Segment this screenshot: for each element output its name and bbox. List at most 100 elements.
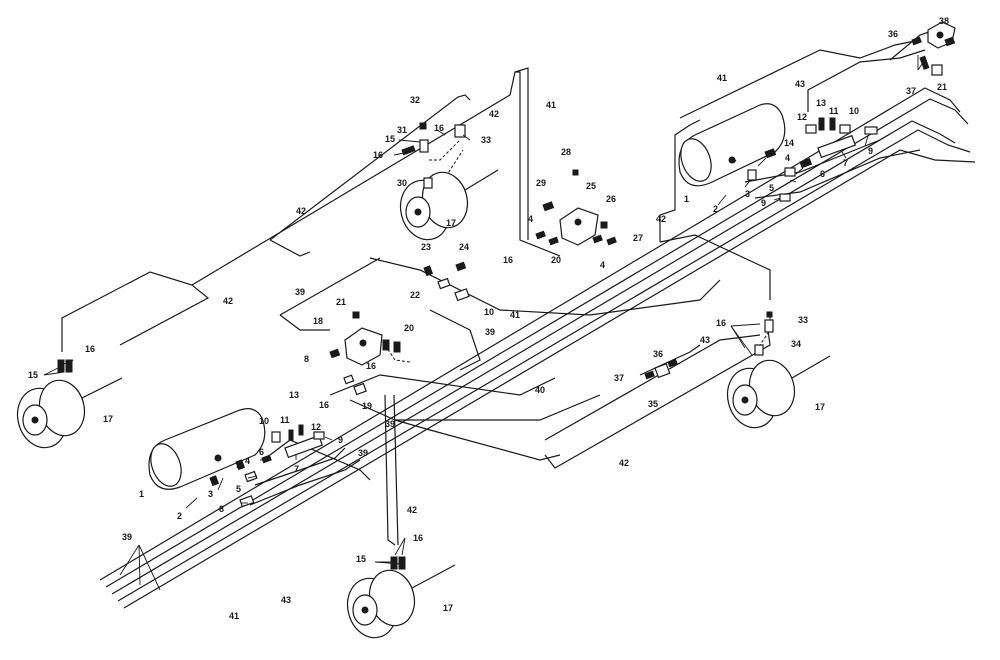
- air-tank-right: [678, 103, 786, 187]
- callout-36: 36: [888, 29, 898, 39]
- callout-41: 41: [510, 310, 520, 320]
- callout-40: 40: [535, 385, 545, 395]
- callout-1: 1: [684, 194, 689, 204]
- callout-41: 41: [229, 611, 239, 621]
- callout-3: 3: [745, 189, 750, 199]
- relay-valve-18: [344, 327, 383, 366]
- pipe-routes: [61, 29, 936, 546]
- callout-43: 43: [281, 595, 291, 605]
- callout-43: 43: [795, 79, 805, 89]
- callout-42: 42: [489, 109, 499, 119]
- callout-20: 20: [551, 255, 561, 265]
- callout-28: 28: [561, 147, 571, 157]
- callout-13: 13: [289, 390, 299, 400]
- callout-12: 12: [797, 112, 807, 122]
- main-pipe-bundle: [99, 87, 976, 609]
- callout-17: 17: [815, 402, 825, 412]
- callout-26: 26: [606, 194, 616, 204]
- air-tank-left: [148, 408, 266, 490]
- callout-15: 15: [385, 134, 395, 144]
- callout-20: 20: [404, 323, 414, 333]
- callout-6: 6: [259, 447, 264, 457]
- callout-17: 17: [103, 414, 113, 424]
- callout-42: 42: [223, 296, 233, 306]
- callout-4: 4: [600, 260, 605, 270]
- callout-21: 21: [937, 82, 947, 92]
- callout-4: 4: [528, 214, 533, 224]
- callout-7: 7: [294, 464, 299, 474]
- callout-42: 42: [656, 214, 666, 224]
- callout-5: 5: [236, 484, 241, 494]
- callout-4: 4: [785, 153, 790, 163]
- callout-labels: 1 1 2 2 3 3 4 4 4 4 5 5 6 6 7 7 8 8 9 9 …: [28, 16, 949, 621]
- callout-15: 15: [356, 554, 366, 564]
- callout-32: 32: [410, 95, 420, 105]
- callout-36: 36: [653, 349, 663, 359]
- callout-16: 16: [319, 400, 329, 410]
- brake-chamber-front-lower: [346, 564, 456, 639]
- callout-10: 10: [849, 106, 859, 116]
- callout-13: 13: [816, 98, 826, 108]
- callout-8: 8: [304, 354, 309, 364]
- callout-16: 16: [366, 361, 376, 371]
- callout-41: 41: [546, 100, 556, 110]
- manifold-7-left: [284, 434, 324, 459]
- callout-39: 39: [485, 327, 495, 337]
- callout-23: 23: [421, 242, 431, 252]
- callout-33: 33: [798, 315, 808, 325]
- callout-10: 10: [484, 307, 494, 317]
- callout-39: 39: [122, 532, 132, 542]
- callout-17: 17: [446, 218, 456, 228]
- callout-33: 33: [481, 135, 491, 145]
- callout-39: 39: [385, 419, 395, 429]
- fittings: [57, 36, 956, 570]
- callout-16: 16: [716, 318, 726, 328]
- callout-6: 6: [820, 169, 825, 179]
- callout-7: 7: [843, 158, 848, 168]
- callout-16: 16: [503, 255, 513, 265]
- callout-24: 24: [459, 242, 469, 252]
- callout-30: 30: [397, 178, 407, 188]
- callout-8: 8: [219, 504, 224, 514]
- callout-3: 3: [208, 489, 213, 499]
- callout-9: 9: [338, 435, 343, 445]
- manifold-7-right: [817, 134, 857, 159]
- callout-9: 9: [868, 146, 873, 156]
- callout-11: 11: [280, 415, 290, 425]
- callout-15: 15: [28, 370, 38, 380]
- callout-11: 11: [829, 106, 839, 116]
- leader-lines: [43, 55, 927, 591]
- callout-25: 25: [586, 181, 596, 191]
- callout-38: 38: [939, 16, 949, 26]
- callout-22: 22: [410, 290, 420, 300]
- callout-39: 39: [358, 448, 368, 458]
- callout-5: 5: [769, 183, 774, 193]
- callout-42: 42: [296, 206, 306, 216]
- callout-10: 10: [259, 416, 269, 426]
- callout-1: 1: [139, 489, 144, 499]
- callout-42: 42: [619, 458, 629, 468]
- callout-2: 2: [713, 204, 718, 214]
- callout-16: 16: [85, 344, 95, 354]
- callout-19: 19: [362, 401, 372, 411]
- callout-12: 12: [311, 422, 321, 432]
- callout-14: 14: [784, 138, 794, 148]
- callout-37: 37: [906, 86, 916, 96]
- callout-39: 39: [295, 287, 305, 297]
- brake-chamber-rear-right: [726, 355, 831, 429]
- relay-valve-25: [559, 207, 599, 246]
- callout-16: 16: [413, 533, 423, 543]
- callout-16: 16: [373, 150, 383, 160]
- callout-17: 17: [443, 603, 453, 613]
- callout-16: 16: [434, 123, 444, 133]
- callout-31: 31: [397, 125, 407, 135]
- callout-21: 21: [336, 297, 346, 307]
- brake-chamber-rear-left: [16, 377, 123, 449]
- callout-9: 9: [761, 198, 766, 208]
- callout-29: 29: [536, 178, 546, 188]
- callout-2: 2: [177, 511, 182, 521]
- callout-18: 18: [313, 316, 323, 326]
- callout-34: 34: [791, 339, 801, 349]
- callout-27: 27: [633, 233, 643, 243]
